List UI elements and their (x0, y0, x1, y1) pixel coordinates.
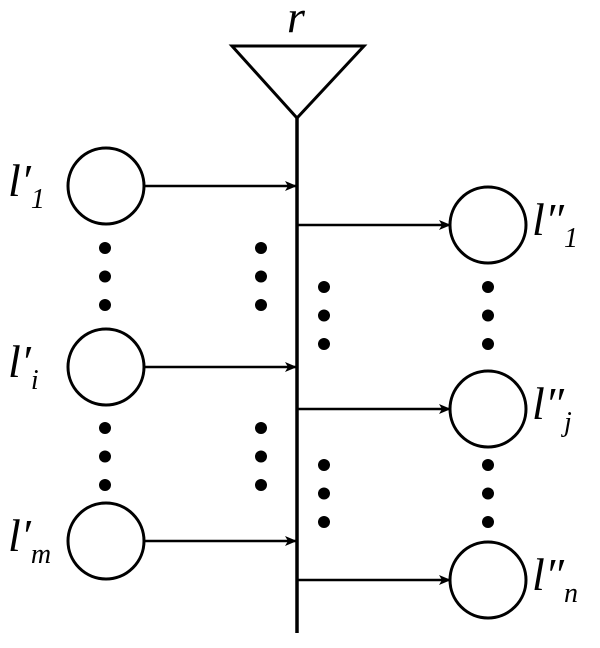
ellipsis-dot (99, 422, 111, 434)
node-circle (448, 185, 528, 265)
ellipsis-dot (482, 338, 494, 350)
ellipsis-dot (482, 281, 494, 293)
node-circle (66, 327, 146, 407)
label-subscript: n (564, 578, 578, 609)
ellipsis-trunk-in (255, 422, 267, 491)
ellipsis-dot (255, 242, 267, 254)
label-subscript: i (31, 365, 39, 396)
ellipsis-dot (318, 281, 330, 293)
input-node-l1p: l′1 (8, 146, 146, 226)
label-prime: ″ (545, 378, 565, 429)
ellipsis-dot (255, 270, 267, 283)
label-subscript: 1 (31, 184, 45, 215)
label-prime: ′ (21, 155, 32, 206)
ellipsis-dot (318, 516, 330, 528)
label-base: l (532, 549, 545, 600)
label-base: l (8, 155, 21, 206)
output-node-lnpp: l″n (448, 540, 578, 620)
node-label-ljpp: l″j (532, 378, 572, 438)
label-subscript: m (31, 539, 51, 570)
label-base: l (8, 510, 21, 561)
label-base: l (8, 336, 21, 387)
node-circle (66, 501, 146, 581)
ellipsis-dot (482, 459, 494, 471)
ellipsis-dot (99, 270, 111, 283)
ellipsis-dot (318, 487, 330, 500)
label-subscript: 1 (564, 223, 578, 254)
ellipsis-dot (318, 459, 330, 471)
ellipsis-dot (99, 450, 111, 463)
ellipsis-trunk-in (255, 242, 267, 311)
node-label-lip: l′i (8, 336, 39, 396)
label-prime: ″ (545, 549, 565, 600)
node-circle (66, 146, 146, 226)
ellipsis-dot (318, 338, 330, 350)
ellipsis-dot (482, 309, 494, 322)
ellipsis-dot (255, 422, 267, 434)
node-label-l1pp: l″1 (532, 194, 578, 254)
node-label-lnpp: l″n (532, 549, 578, 609)
output-node-l1pp: l″1 (448, 185, 578, 265)
ellipsis-dot (255, 479, 267, 491)
ellipsis-dot (482, 516, 494, 528)
ellipsis-dot (255, 299, 267, 311)
ellipsis-dot (482, 487, 494, 500)
label-subscript: j (561, 407, 572, 438)
output-node-ljpp: l″j (448, 369, 572, 449)
input-node-lmp: l′m (8, 501, 146, 581)
label-prime: ′ (21, 510, 32, 561)
ellipsis-layer (99, 242, 494, 528)
ellipsis-inputs (99, 242, 111, 311)
ellipsis-inputs (99, 422, 111, 491)
ellipsis-trunk-out (318, 281, 330, 350)
label-base: l (532, 378, 545, 429)
label-prime: ′ (21, 336, 32, 387)
input-node-lip: l′i (8, 327, 146, 407)
label-base: l (532, 194, 545, 245)
node-circle (448, 369, 528, 449)
ellipsis-trunk-out (318, 459, 330, 528)
nodes-layer: l′1l′il′ml″1l″jl″n (8, 146, 578, 620)
ellipsis-dot (255, 450, 267, 463)
ellipsis-dot (99, 242, 111, 254)
ellipsis-dot (318, 309, 330, 322)
node-label-l1p: l′1 (8, 155, 45, 215)
label-prime: ″ (545, 194, 565, 245)
root-triangle (228, 44, 368, 121)
ellipsis-dot (99, 299, 111, 311)
ellipsis-outputs (482, 459, 494, 528)
root-node: r (228, 0, 368, 633)
ellipsis-outputs (482, 281, 494, 350)
ellipsis-dot (99, 479, 111, 491)
node-circle (448, 540, 528, 620)
edges-layer (144, 181, 451, 585)
root-label: r (287, 0, 306, 42)
node-label-lmp: l′m (8, 510, 51, 570)
